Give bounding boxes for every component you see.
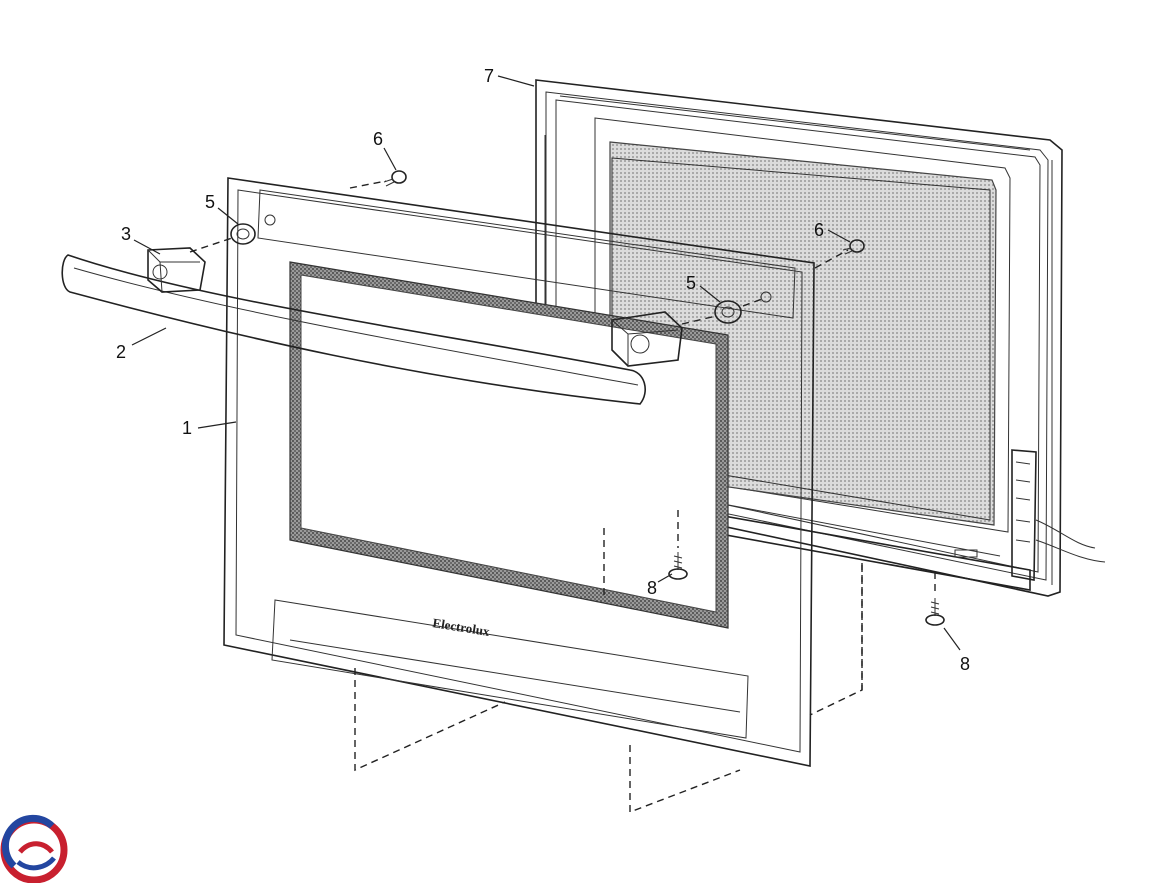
callout-6-left: 6	[373, 129, 397, 171]
callout-6-right: 6	[814, 220, 851, 243]
callout-7: 7	[484, 66, 535, 87]
svg-text:8: 8	[647, 578, 657, 598]
callout-5-right: 5	[686, 273, 721, 303]
svg-text:6: 6	[814, 220, 824, 240]
svg-text:6: 6	[373, 129, 383, 149]
svg-text:2: 2	[116, 342, 126, 362]
callout-2: 2	[116, 327, 167, 362]
callout-8-right: 8	[943, 627, 970, 674]
svg-text:3: 3	[121, 224, 131, 244]
brand-logo	[0, 814, 68, 883]
callout-5-left: 5	[205, 192, 239, 225]
spacer-left	[230, 214, 276, 245]
svg-text:7: 7	[484, 66, 494, 86]
assembly-guide-lines	[189, 180, 936, 814]
callout-8-left: 8	[647, 573, 673, 598]
handle-bracket-left	[147, 247, 206, 293]
door-handle	[61, 254, 646, 405]
svg-text:1: 1	[182, 418, 192, 438]
screw-top-left	[383, 170, 407, 187]
screw-bottom-right	[925, 598, 945, 626]
callout-3: 3	[121, 224, 161, 255]
screw-bottom-left	[668, 552, 688, 580]
handle-bracket-right	[611, 311, 683, 367]
screw-top-right	[842, 239, 865, 255]
svg-text:5: 5	[686, 273, 696, 293]
svg-text:5: 5	[205, 192, 215, 212]
svg-text:8: 8	[960, 654, 970, 674]
callout-1: 1	[182, 418, 237, 438]
brand-label: Electrolux	[432, 615, 492, 639]
spacer-right	[714, 291, 772, 324]
outer-glass-panel	[223, 177, 815, 767]
